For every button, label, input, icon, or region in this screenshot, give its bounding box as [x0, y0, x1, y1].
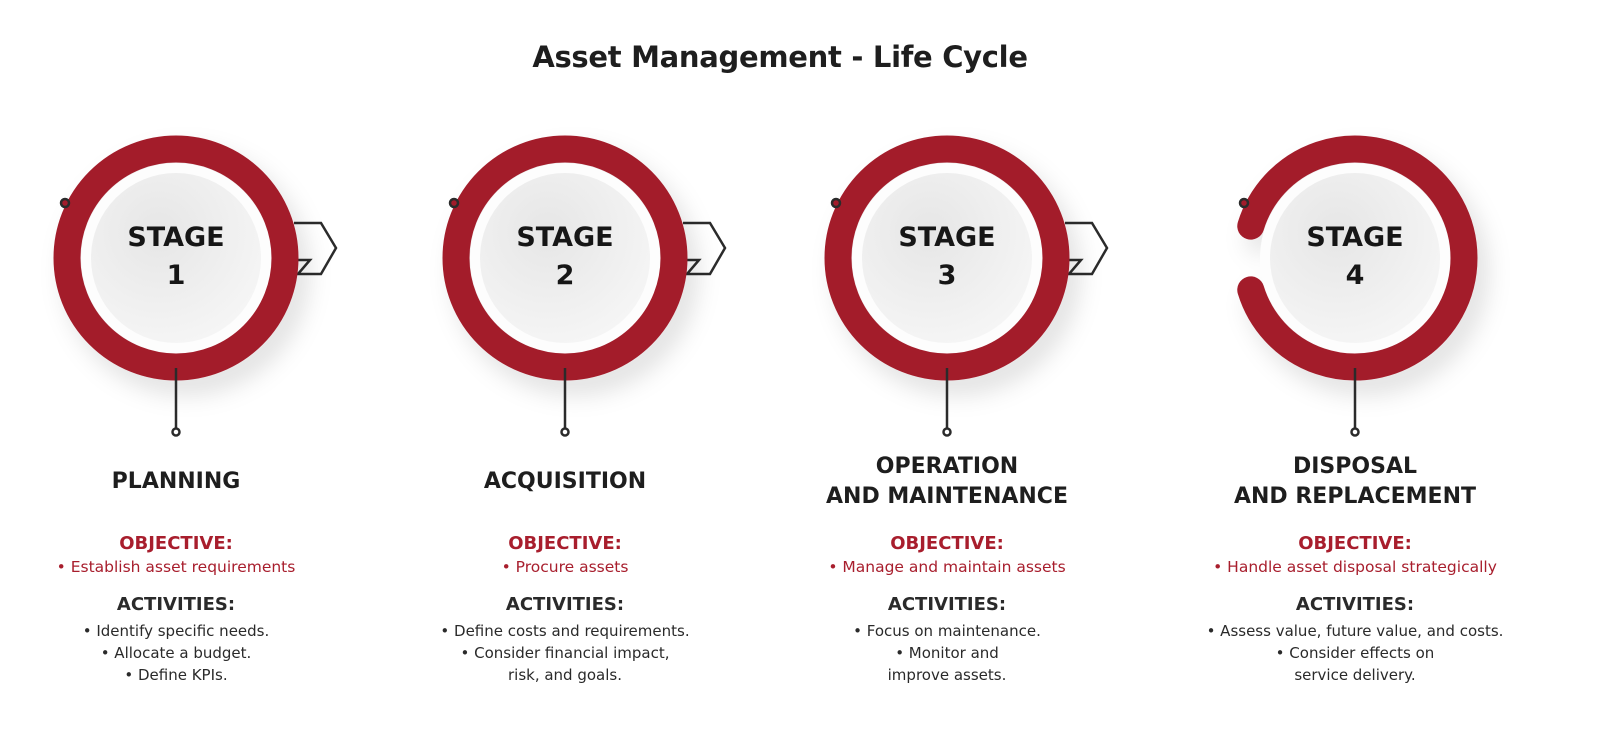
- stage-title: PLANNING: [0, 467, 366, 497]
- activity-item: • Consider financial impact,: [460, 644, 670, 662]
- connector-end-dot-icon: [1350, 427, 1360, 437]
- stage-number: 1: [166, 260, 186, 291]
- chevron-arrow-icon: [1065, 221, 1109, 276]
- ring-dot-icon: [448, 197, 460, 209]
- activities-heading: ACTIVITIES:: [1295, 594, 1415, 615]
- stage-label: STAGE 2: [375, 219, 755, 295]
- stage-word: STAGE: [1306, 222, 1404, 253]
- page-title: Asset Management - Life Cycle: [532, 40, 1028, 74]
- stage-inner-face: [91, 173, 261, 343]
- ring-dot-icon: [1238, 197, 1250, 209]
- chevron-arrow-icon: [294, 221, 338, 276]
- stage-inner-face: [1270, 173, 1440, 343]
- stage-number: 3: [937, 260, 957, 291]
- connector-end-dot-icon: [171, 427, 181, 437]
- stage-title-line: AND MAINTENANCE: [826, 484, 1068, 509]
- stage-title-line: OPERATION: [875, 454, 1019, 479]
- activities-heading: ACTIVITIES:: [505, 594, 625, 615]
- objective-heading: OBJECTIVE:: [508, 533, 622, 554]
- activities-heading: ACTIVITIES:: [887, 594, 1007, 615]
- stage-number: 2: [555, 260, 575, 291]
- activity-item: service delivery.: [1294, 666, 1416, 684]
- connector-end-dot-icon: [560, 427, 570, 437]
- activity-item: risk, and goals.: [507, 666, 622, 684]
- stage-1: STAGE 1 PLANNING OBJECTIVE: • Establish …: [0, 0, 366, 751]
- ring-dot-icon: [830, 197, 842, 209]
- stage-graphic: [1237, 135, 1478, 437]
- activity-item: • Monitor and: [895, 644, 999, 662]
- stage-graphic: [53, 135, 338, 437]
- stage-title: ACQUISITION: [375, 467, 755, 497]
- objective-heading: OBJECTIVE:: [1298, 533, 1412, 554]
- objective-text: • Manage and maintain assets: [828, 558, 1066, 576]
- objective-text: • Establish asset requirements: [56, 558, 296, 576]
- stage-label: STAGE 4: [1165, 219, 1545, 295]
- stage-graphic: [442, 135, 727, 437]
- activities-list: • Focus on maintenance. • Monitor and impr…: [757, 620, 1137, 686]
- stage-title: DISPOSAL AND REPLACEMENT: [1165, 452, 1545, 512]
- stage-title-line: DISPOSAL: [1292, 454, 1417, 479]
- activities-list: • Assess value, future value, and costs.…: [1165, 620, 1545, 686]
- ring-dot-icon: [59, 197, 71, 209]
- activities-heading: ACTIVITIES:: [116, 594, 236, 615]
- stage-word: STAGE: [516, 222, 614, 253]
- stage-word: STAGE: [127, 222, 225, 253]
- stage-title-line: AND REPLACEMENT: [1233, 484, 1476, 509]
- activity-item: • Define KPIs.: [124, 666, 228, 684]
- stage-word: STAGE: [898, 222, 996, 253]
- objective-heading: OBJECTIVE:: [119, 533, 233, 554]
- stage-label: STAGE 3: [757, 219, 1137, 295]
- stage-ring: [824, 135, 1070, 381]
- chevron-arrow-icon: [683, 221, 727, 276]
- activities-list: • Identify specific needs. • Allocate a b…: [0, 620, 366, 686]
- stage-title-line: ACQUISITION: [483, 469, 647, 494]
- stage-number: 4: [1345, 260, 1365, 291]
- activity-item: • Identify specific needs.: [82, 622, 270, 640]
- activity-item: • Consider effects on: [1275, 644, 1435, 662]
- stage-label: STAGE 1: [0, 219, 366, 295]
- activity-item: improve assets.: [887, 666, 1007, 684]
- objective-heading: OBJECTIVE:: [890, 533, 1004, 554]
- activity-item: • Allocate a budget.: [100, 644, 252, 662]
- activity-item: • Define costs and requirements.: [440, 622, 690, 640]
- stage-ring: [53, 135, 299, 381]
- activities-list: • Define costs and requirements. • Consid…: [375, 620, 755, 686]
- connector-end-dot-icon: [942, 427, 952, 437]
- stage-3: STAGE 3 OPERATION AND MAINTENANCE OBJECTI…: [757, 0, 1137, 751]
- stage-2: STAGE 2 ACQUISITION OBJECTIVE: • Procure…: [375, 0, 755, 751]
- activity-item: • Focus on maintenance.: [853, 622, 1041, 640]
- activity-item: • Assess value, future value, and costs.: [1206, 622, 1504, 640]
- stage-title-line: PLANNING: [111, 469, 241, 494]
- stage-inner-face: [862, 173, 1032, 343]
- stage-inner-face: [480, 173, 650, 343]
- stage-ring: [442, 135, 688, 381]
- stage-ring: [1237, 135, 1478, 381]
- stage-graphic: [824, 135, 1109, 437]
- objective-text: • Handle asset disposal strategically: [1213, 558, 1497, 576]
- stage-4: STAGE 4 DISPOSAL AND REPLACEMENT OBJECTIV…: [1165, 0, 1545, 751]
- objective-text: • Procure assets: [501, 558, 629, 576]
- stage-title: OPERATION AND MAINTENANCE: [757, 452, 1137, 512]
